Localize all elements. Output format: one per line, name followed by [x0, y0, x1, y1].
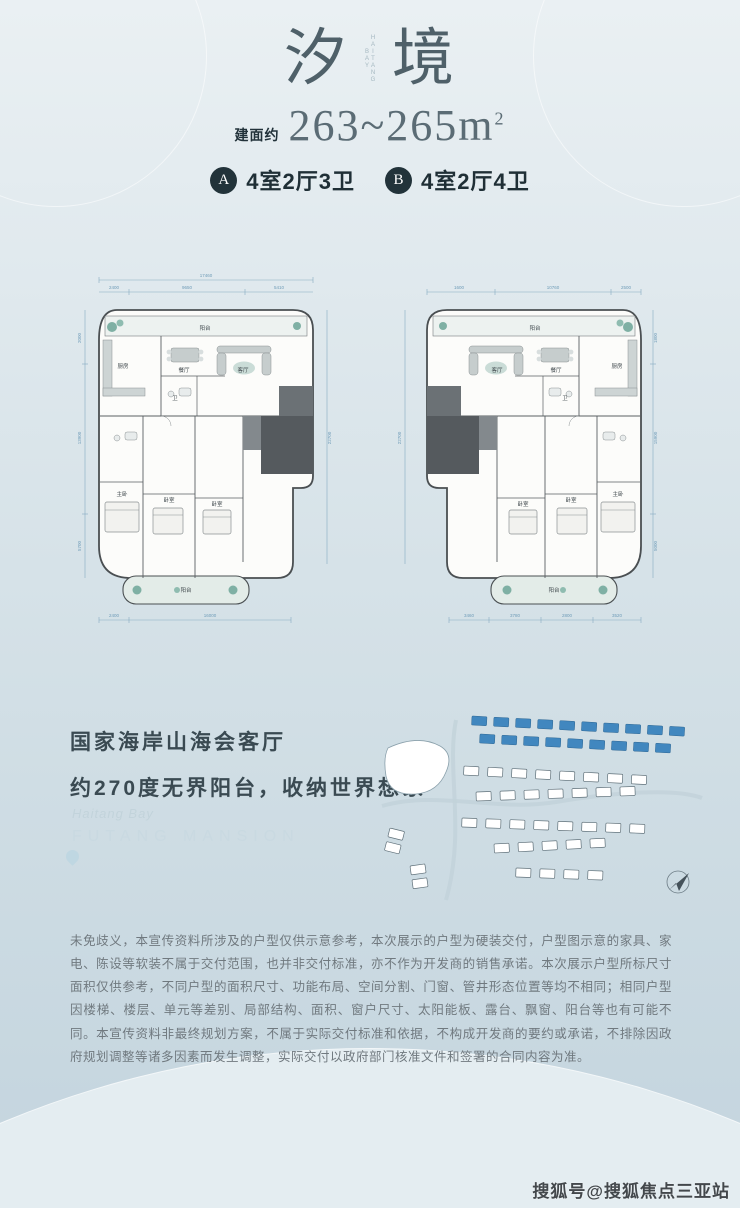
- unit-a-label: 4室2厅3卫: [246, 169, 355, 194]
- page-title: 汐 HAITANG BAY 境: [0, 28, 740, 90]
- dim-label: 22700: [397, 431, 402, 444]
- location-drop-icon: [63, 847, 82, 866]
- dim-label: 22700: [327, 431, 332, 444]
- feature-line-1: 国家海岸山海会客厅: [70, 731, 286, 754]
- area-value: 263~265m2: [288, 104, 505, 148]
- room-label-balcony-bottom: 阳台: [180, 586, 192, 594]
- highlighted-buildings: [471, 715, 685, 754]
- unit-types-row: A 4室2厅3卫 B 4室2厅4卫: [0, 164, 740, 196]
- room-labels-a: 阳台 客厅 餐厅 厨房 卫 主卧 卧室 卧室 阳台: [116, 324, 249, 594]
- dim-label: 17460: [200, 273, 213, 278]
- room-label-kitchen: 厨房: [611, 362, 623, 370]
- dimension-lines-b: [404, 289, 656, 623]
- compass-icon: [666, 870, 690, 894]
- unit-type-a: A 4室2厅3卫: [210, 164, 355, 196]
- room-label-bedroom: 卧室: [211, 500, 223, 508]
- site-road: [381, 790, 703, 808]
- dim-label: 5410: [274, 285, 285, 290]
- room-label-balcony-bottom: 阳台: [548, 586, 560, 594]
- room-label-dining: 餐厅: [550, 366, 562, 374]
- room-label-master: 主卧: [612, 490, 624, 498]
- brand-watermark: Haitang Bay FUTANG MANSION: [72, 806, 300, 846]
- disclaimer-text: 未免歧义，本宣传资料所涉及的户型仅供示意参考，本次展示的户型为硬装交付，户型图示…: [70, 934, 672, 1064]
- title-char-left: 汐: [283, 25, 348, 93]
- site-road: [444, 719, 458, 901]
- dim-label: 2000: [77, 332, 82, 343]
- area-number: 263~265m: [288, 101, 495, 150]
- dim-label: 5700: [77, 540, 82, 551]
- room-label-bath: 卫: [172, 395, 178, 402]
- badge-a: A: [210, 166, 238, 194]
- dim-label: 13900: [77, 431, 82, 444]
- dimension-lines-a: [82, 277, 328, 623]
- room-label-balcony: 阳台: [199, 324, 211, 332]
- dim-label: 5000: [653, 540, 658, 551]
- unit-b-label: 4室2厅4卫: [421, 169, 530, 194]
- room-label-living: 客厅: [237, 366, 249, 374]
- dim-label: 3520: [612, 613, 623, 618]
- floor-plan-a: 17460 2400 9650 5410 2400 16000 2000 139…: [77, 273, 332, 623]
- room-label-bedroom: 卧室: [565, 496, 577, 504]
- room-label-balcony: 阳台: [529, 324, 541, 332]
- dim-label: 3780: [510, 613, 521, 618]
- dim-label: 10760: [547, 285, 560, 290]
- site-master-plan: [381, 715, 703, 901]
- header: 汐 HAITANG BAY 境 建面约 263~265m2 A 4室2厅3卫 B…: [0, 0, 740, 196]
- dim-label: 2400: [109, 613, 120, 618]
- unit-type-b: B 4室2厅4卫: [385, 164, 530, 196]
- room-label-living: 客厅: [491, 366, 503, 374]
- badge-b: B: [385, 166, 412, 194]
- dim-label: 9650: [182, 285, 193, 290]
- room-label-bedroom: 卧室: [517, 500, 529, 508]
- feature-line-2: 约270度无界阳台，收纳世界想象: [70, 777, 427, 800]
- room-label-master: 主卧: [116, 490, 128, 498]
- dim-label: 2500: [621, 285, 632, 290]
- floor-plan-b: 1600 10760 2500 3460 3780 2800 3520 2270…: [397, 285, 658, 623]
- clubhouse-area: [384, 740, 450, 795]
- room-label-bath: 卫: [562, 395, 568, 402]
- dim-label: 2800: [562, 613, 573, 618]
- room-label-dining: 餐厅: [178, 366, 190, 374]
- brand-watermark-line1: Haitang Bay: [72, 806, 154, 821]
- title-char-right: 境: [392, 25, 457, 93]
- dim-label: 1800: [653, 332, 658, 343]
- room-label-kitchen: 厨房: [117, 362, 129, 370]
- sohu-watermark: 搜狐号@搜狐焦点三亚站: [532, 1182, 730, 1201]
- area-row: 建面约 263~265m2: [0, 104, 740, 148]
- area-superscript: 2: [494, 108, 506, 129]
- area-label: 建面约: [234, 127, 280, 143]
- title-vertical-english: HAITANG BAY: [364, 34, 376, 84]
- dim-label: 2400: [109, 285, 120, 290]
- room-label-bedroom: 卧室: [163, 496, 175, 504]
- feature-text: 国家海岸山海会客厅 约270度无界阳台，收纳世界想象: [70, 726, 426, 818]
- brand-watermark-line2: FUTANG MANSION: [72, 828, 300, 845]
- room-labels-b: 阳台 客厅 餐厅 厨房 卫 主卧 卧室 卧室 阳台: [491, 324, 624, 594]
- dim-label: 15900: [653, 431, 658, 444]
- dim-label: 3460: [464, 613, 475, 618]
- floor-plans-row: 17460 2400 9650 5410 2400 16000 2000 139…: [0, 268, 740, 628]
- dim-label: 16000: [204, 613, 217, 618]
- dim-label: 1600: [454, 285, 465, 290]
